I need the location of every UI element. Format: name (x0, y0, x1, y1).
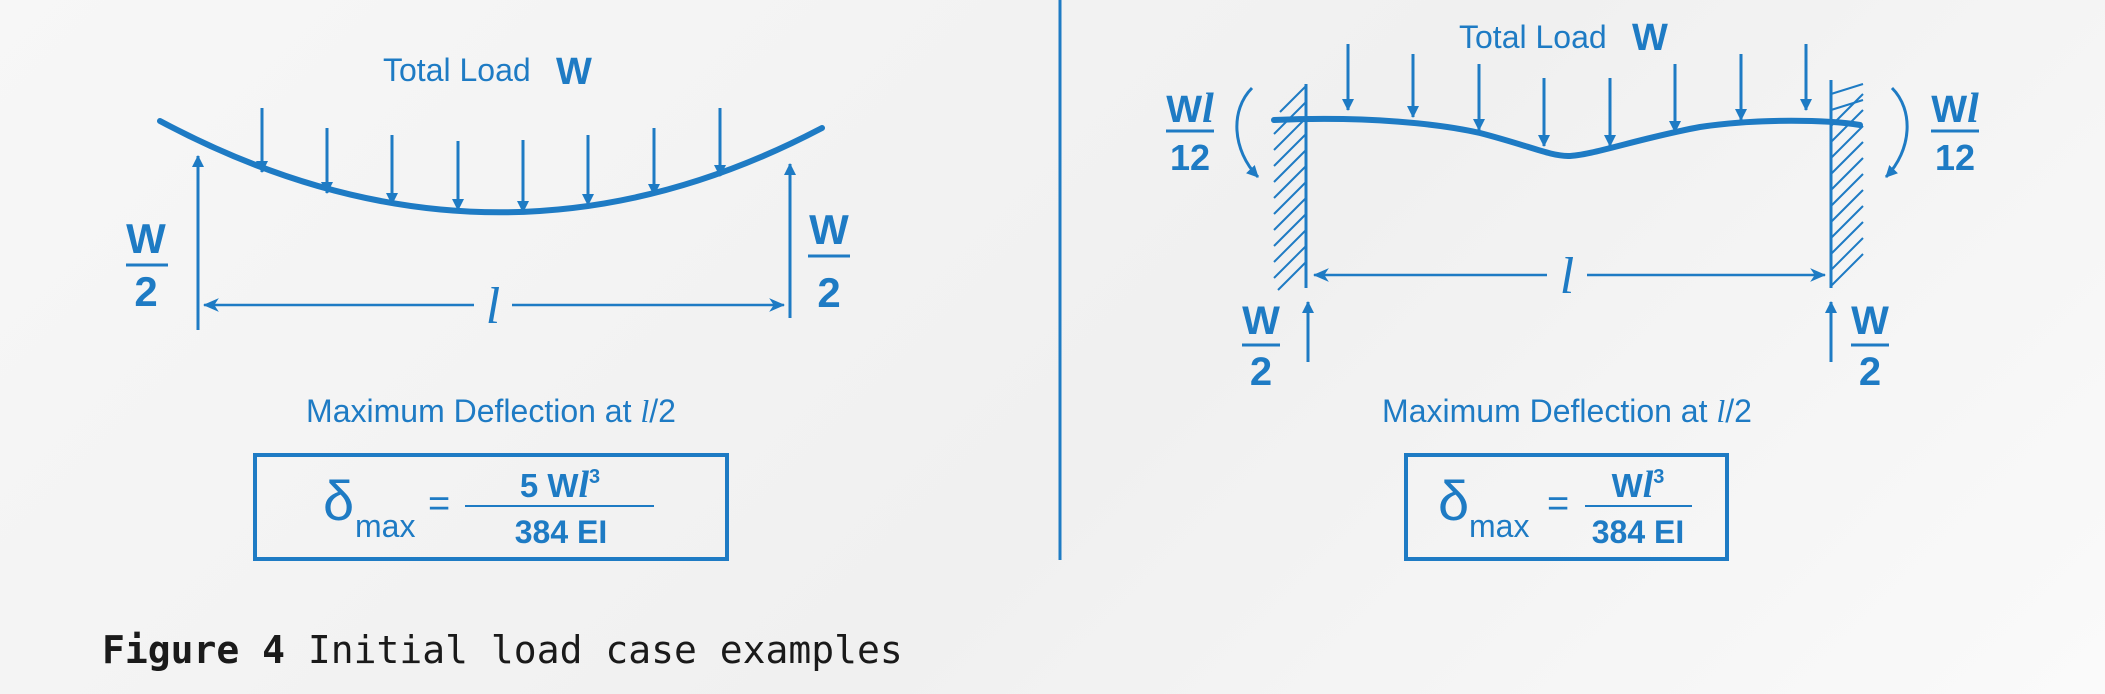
left-delta-symbol: δ (323, 469, 354, 532)
svg-text:2: 2 (1250, 350, 1272, 394)
left-total-load-label: Total Load (383, 52, 531, 88)
figure-caption-text: Initial load case examples (285, 628, 903, 672)
figure-caption: Figure 4 Initial load case examples (102, 628, 903, 672)
svg-text:W: W (1851, 299, 1889, 343)
right-denominator: 384 EI (1592, 514, 1685, 550)
left-numerator: 5 Wl3 (520, 464, 600, 506)
svg-text:W: W (126, 215, 166, 262)
left-equals: = (428, 483, 450, 525)
right-numerator: Wl3 (1612, 464, 1665, 506)
right-wall-right (1829, 80, 1864, 288)
left-load-symbol: W (556, 51, 592, 93)
svg-text:2: 2 (817, 269, 840, 316)
left-span-label: l (486, 278, 500, 335)
right-formula-box: δ max = Wl3 384 EI (1404, 453, 1729, 561)
figure-caption-label: Figure 4 (102, 628, 286, 672)
svg-text:2: 2 (1859, 350, 1881, 394)
right-reaction-label-right: W 2 (1851, 299, 1889, 394)
svg-text:Wl: Wl (1166, 86, 1214, 132)
svg-text:12: 12 (1170, 137, 1210, 178)
right-load-arrows (1342, 44, 1812, 147)
left-panel: Total Load W W 2 W 2 (126, 51, 850, 561)
right-moment-label-left: Wl 12 (1166, 86, 1214, 178)
left-reaction-label-left: W 2 (126, 215, 168, 315)
right-span-label: l (1560, 248, 1574, 305)
svg-text:12: 12 (1935, 137, 1975, 178)
right-reaction-arrows (1302, 301, 1837, 362)
right-deflection-note: Maximum Deflection at l/2 (1382, 393, 1752, 429)
right-panel: Total Load W (1166, 17, 1979, 561)
right-reaction-label-left: W 2 (1242, 299, 1280, 394)
left-reaction-label-right: W 2 (808, 206, 850, 316)
left-deflection-note: Maximum Deflection at l/2 (306, 393, 676, 429)
svg-text:W: W (809, 206, 849, 253)
right-wall-left (1273, 84, 1308, 291)
svg-text:2: 2 (134, 268, 157, 315)
left-delta-subscript: max (355, 508, 415, 544)
right-equals: = (1547, 483, 1569, 525)
left-deflected-beam (157, 118, 825, 216)
left-formula-box: δ max = 5 Wl3 384 EI (253, 453, 729, 561)
svg-text:W: W (1242, 299, 1280, 343)
right-moment-arrows (1235, 86, 1909, 179)
right-deflected-beam (1271, 115, 1863, 160)
right-moment-label-right: Wl 12 (1931, 86, 1979, 178)
right-delta-symbol: δ (1438, 469, 1469, 532)
right-delta-subscript: max (1469, 508, 1529, 544)
right-total-load-label: Total Load (1459, 19, 1607, 55)
right-load-symbol: W (1632, 17, 1668, 59)
svg-text:Wl: Wl (1931, 86, 1979, 132)
left-reaction-arrows (192, 155, 796, 330)
left-load-arrows (256, 108, 726, 213)
left-denominator: 384 EI (515, 514, 608, 550)
